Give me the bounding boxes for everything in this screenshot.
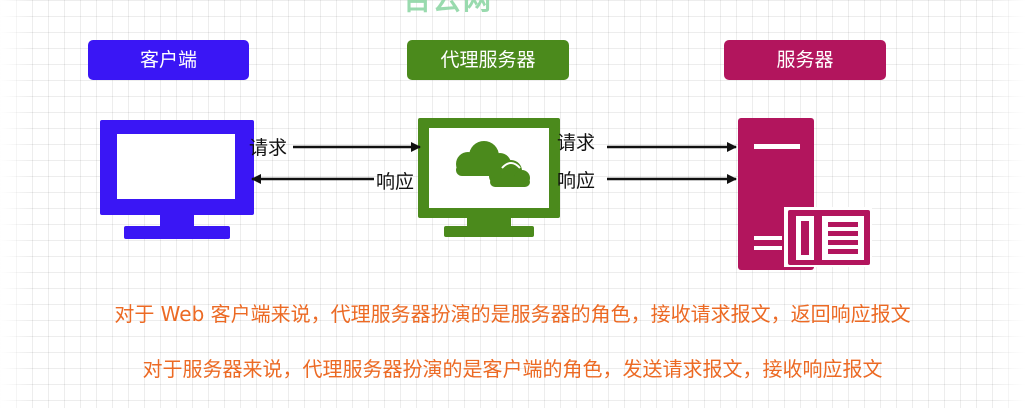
- grid-fade-left: [0, 0, 30, 408]
- client-monitor-icon: [100, 117, 254, 241]
- note-client-perspective: 对于 Web 客户端来说，代理服务器扮演的是服务器的角色，接收请求报文，返回响应…: [114, 302, 911, 326]
- client-label: 客户端: [88, 40, 249, 80]
- proxy-monitor-cloud-icon: [418, 118, 560, 238]
- proxy-server-request-label: 请求: [557, 132, 596, 154]
- proxy-server-label: 代理服务器: [407, 40, 569, 80]
- server-label: 服务器: [724, 40, 886, 80]
- proxy-server-response-label: 响应: [557, 170, 596, 192]
- client-proxy-request-label: 请求: [249, 137, 288, 159]
- grid-fade-right: [995, 0, 1025, 408]
- watermark: 百云网: [388, 0, 508, 16]
- note-server-perspective: 对于服务器来说，代理服务器扮演的是客户端的角色，发送请求报文，接收响应报文: [142, 357, 883, 381]
- client-proxy-response-label: 响应: [376, 171, 415, 193]
- server-machine-icon: [738, 118, 872, 270]
